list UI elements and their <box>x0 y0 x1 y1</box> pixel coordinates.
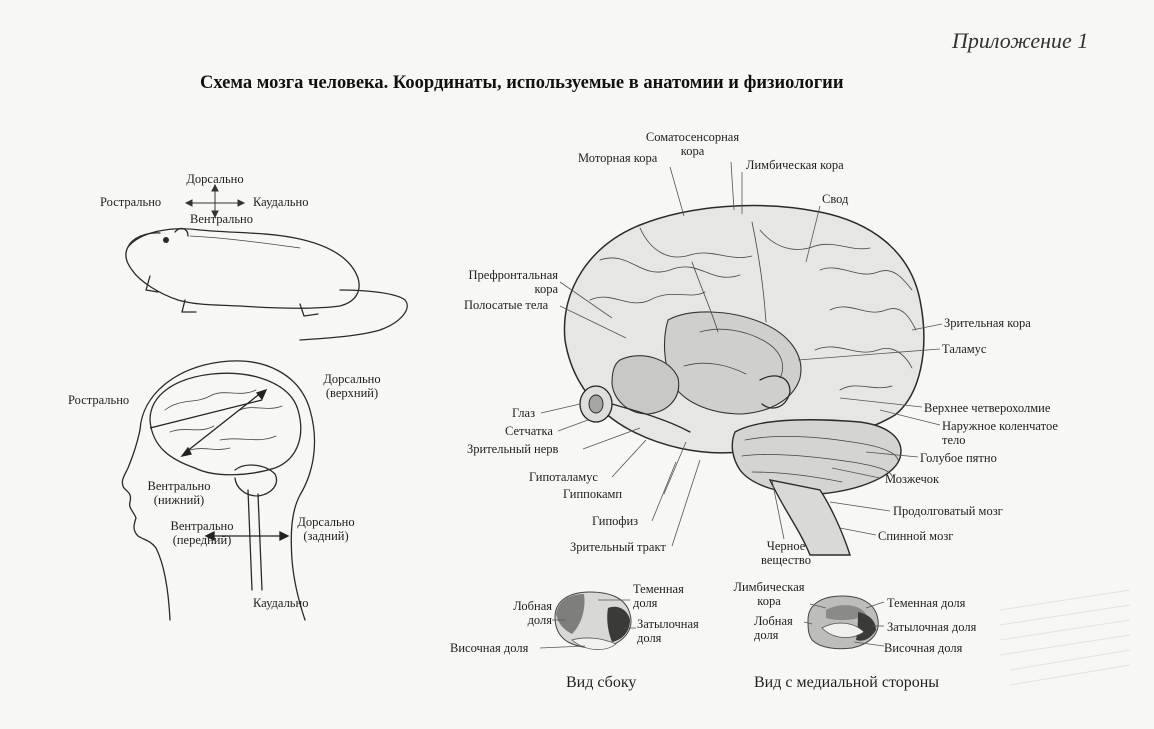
medial-label-occipital: Затылочная доля <box>887 620 977 634</box>
head-dorsal-top-label: Дорсально (верхний) <box>323 372 381 400</box>
label-superior-colliculus: Верхнее четверохолмие <box>924 401 1051 415</box>
rat-axes-cross <box>184 183 246 219</box>
head-ventral-lower-label: Вентрально (нижний) <box>147 479 211 507</box>
head-rostral-label: Рострально <box>68 393 130 407</box>
appendix-label: Приложение 1 <box>952 28 1089 53</box>
medial-view-leaders <box>803 601 885 647</box>
page-title: Схема мозга человека. Координаты, исполь… <box>200 73 844 93</box>
medial-label-limbic: Лимбическая кора <box>733 580 805 608</box>
label-somatosensory-cortex: Соматосенсорная кора <box>645 130 740 158</box>
label-limbic-cortex: Лимбическая кора <box>746 158 844 172</box>
rat-dorsal-label: Дорсально <box>186 172 244 186</box>
side-label-frontal: Лобная доля <box>513 599 552 627</box>
label-pituitary: Гипофиз <box>592 514 639 528</box>
brain-leader-lines <box>540 161 943 547</box>
medial-view-caption: Вид с медиальной стороны <box>754 674 940 691</box>
side-label-parietal: Теменная доля <box>633 582 684 610</box>
label-substantia-nigra: Черное вещество <box>761 539 811 567</box>
medial-label-parietal: Теменная доля <box>887 596 966 610</box>
label-motor-cortex: Моторная кора <box>578 151 658 165</box>
side-view-brain <box>554 591 632 650</box>
label-optic-nerve: Зрительный нерв <box>467 442 559 456</box>
label-retina: Сетчатка <box>505 424 553 438</box>
rat-caudal-label: Каудально <box>253 195 309 209</box>
medial-label-temporal: Височная доля <box>884 641 963 655</box>
rat-ventral-label: Вентрально <box>190 212 253 226</box>
side-view-leaders <box>539 599 636 649</box>
head-ventral-front-label: Вентрально (передний) <box>170 519 234 547</box>
label-prefrontal-cortex: Префронтальная кора <box>468 268 558 296</box>
label-cerebellum: Мозжечок <box>885 472 940 486</box>
rat-rostral-label: Рострально <box>100 195 162 209</box>
label-hippocampus: Гиппокамп <box>563 487 623 501</box>
head-illustration <box>121 360 316 621</box>
label-optic-tract: Зрительный тракт <box>570 540 666 554</box>
medial-label-frontal: Лобная доля <box>754 614 793 642</box>
label-locus-coeruleus: Голубое пятно <box>920 451 997 465</box>
label-hypothalamus: Гипоталамус <box>529 470 598 484</box>
label-spinal-cord: Спинной мозг <box>878 529 954 543</box>
side-label-occipital: Затылочная доля <box>637 617 699 645</box>
bleed-through-texture <box>999 589 1131 686</box>
label-eye: Глаз <box>512 406 536 420</box>
label-striatum: Полосатые тела <box>464 298 549 312</box>
rat-illustration <box>125 227 408 341</box>
label-visual-cortex: Зрительная кора <box>944 316 1031 330</box>
label-medulla: Продолговатый мозг <box>893 504 1003 518</box>
label-thalamus: Таламус <box>942 342 987 356</box>
label-lateral-geniculate-body: Наружное коленчатое тело <box>942 419 1058 447</box>
label-fornix: Свод <box>822 192 849 206</box>
head-caudal-label: Каудально <box>253 596 309 610</box>
head-dorsal-back-label: Дорсально (задний) <box>297 515 355 543</box>
main-brain-illustration <box>563 204 925 556</box>
medial-view-brain <box>807 595 879 650</box>
side-view-caption: Вид сбоку <box>566 674 637 691</box>
head-axes-arrows <box>149 388 290 542</box>
side-label-temporal: Височная доля <box>450 641 529 655</box>
